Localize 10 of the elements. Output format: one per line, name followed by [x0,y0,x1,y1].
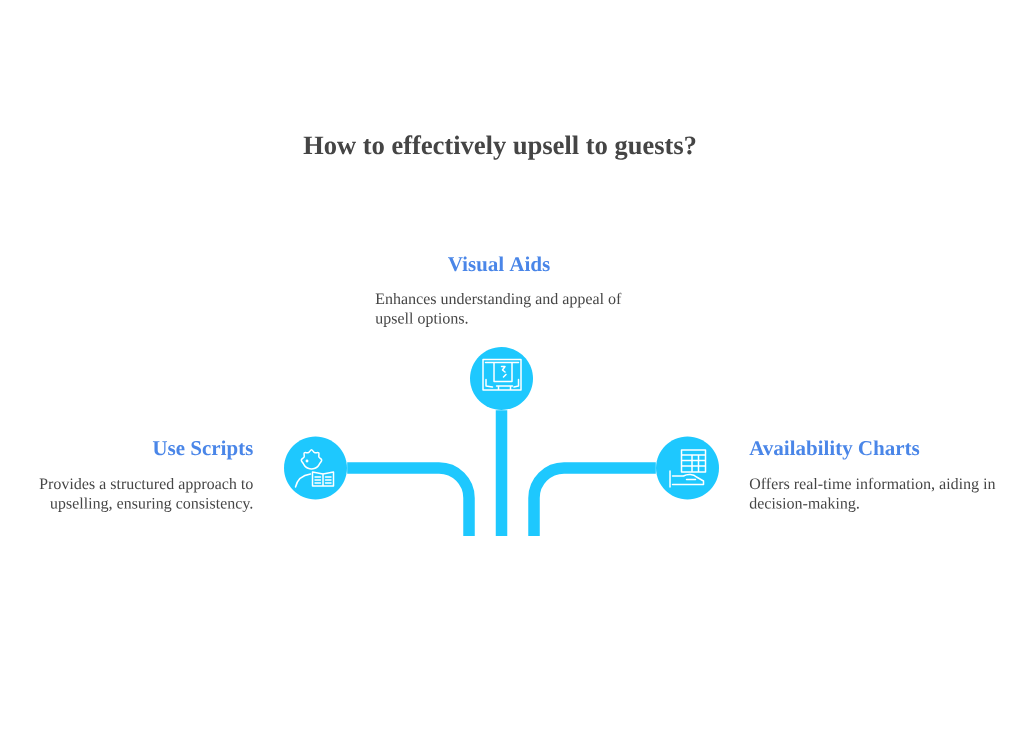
description: Enhances understanding and appeal of upsell options. [375,292,622,327]
connector-pipe [347,462,475,536]
title: How to effectively upsell to guests? [303,135,696,160]
heading: Visual Aids [448,256,550,272]
description: Offers real-time information, aiding in decision-making. [749,477,996,512]
heading: Use Scripts [152,440,253,460]
connector-pipe [528,462,656,536]
description: Provides a structured approach to upselling, ensuring consistency. [39,477,253,512]
connector-pipe [495,410,508,536]
heading: Availability Charts [749,440,920,460]
